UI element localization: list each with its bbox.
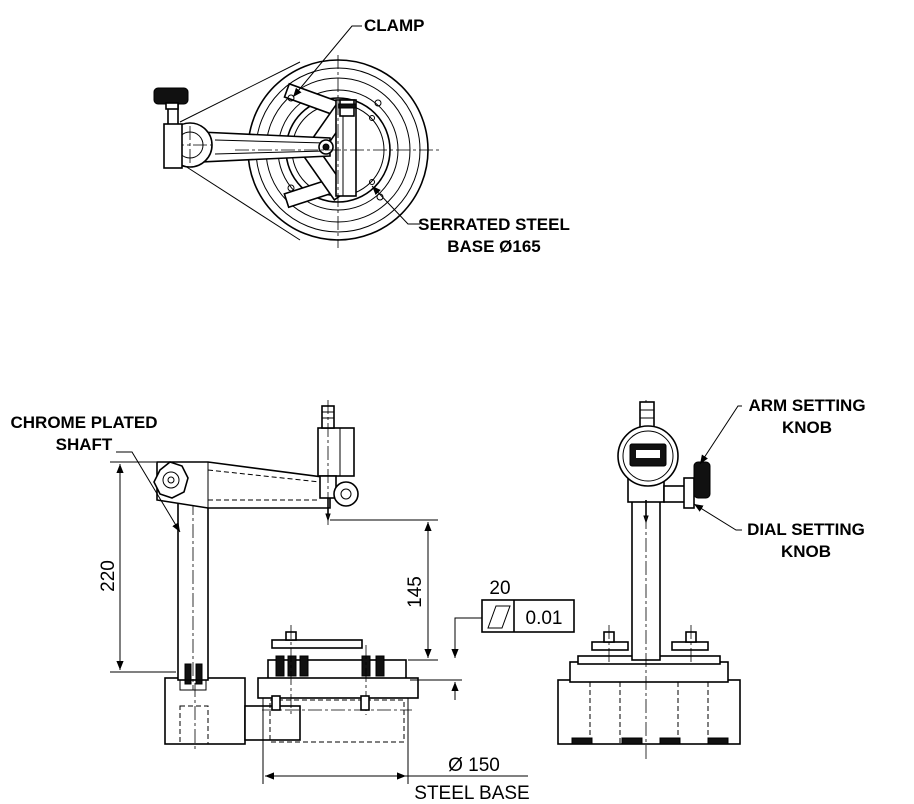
label-clamp: CLAMP <box>364 16 424 35</box>
flatness-frame <box>481 599 575 633</box>
top-view <box>153 25 440 248</box>
dial-knob-icon <box>663 485 687 503</box>
front-view <box>110 400 528 784</box>
arm-knob-side-icon <box>693 461 711 499</box>
side-view <box>557 400 742 760</box>
label-chrome-line2: SHAFT <box>56 435 113 454</box>
top-knob-icon <box>153 87 189 105</box>
label-arm-line2: KNOB <box>782 418 832 437</box>
dim-steel-base: STEEL BASE <box>414 783 529 804</box>
label-dial-line1: DIAL SETTING <box>747 520 865 539</box>
dim-flatness-length: 20 <box>489 578 510 599</box>
side-clamp-left <box>591 641 629 651</box>
dim-height-220: 220 <box>98 560 119 592</box>
front-base-block <box>164 677 246 745</box>
dim-diameter-150: Ø 150 <box>448 755 500 776</box>
dim-flatness-tolerance: 0.01 <box>526 608 563 629</box>
dim-height-145: 145 <box>405 576 426 608</box>
side-clamp-right <box>671 641 709 651</box>
label-chrome-line1: CHROME PLATED <box>10 413 157 432</box>
front-dial-body <box>317 427 355 477</box>
side-base-block <box>557 679 741 745</box>
label-serrated-line2: BASE Ø165 <box>447 237 541 256</box>
label-dial-line2: KNOB <box>781 542 831 561</box>
top-arm <box>199 131 331 163</box>
flatness-symbol-icon <box>487 605 511 629</box>
arm-knob-front-icon <box>153 461 189 499</box>
label-arm-line1: ARM SETTING <box>748 396 865 415</box>
label-serrated-line1: SERRATED STEEL <box>418 215 570 234</box>
